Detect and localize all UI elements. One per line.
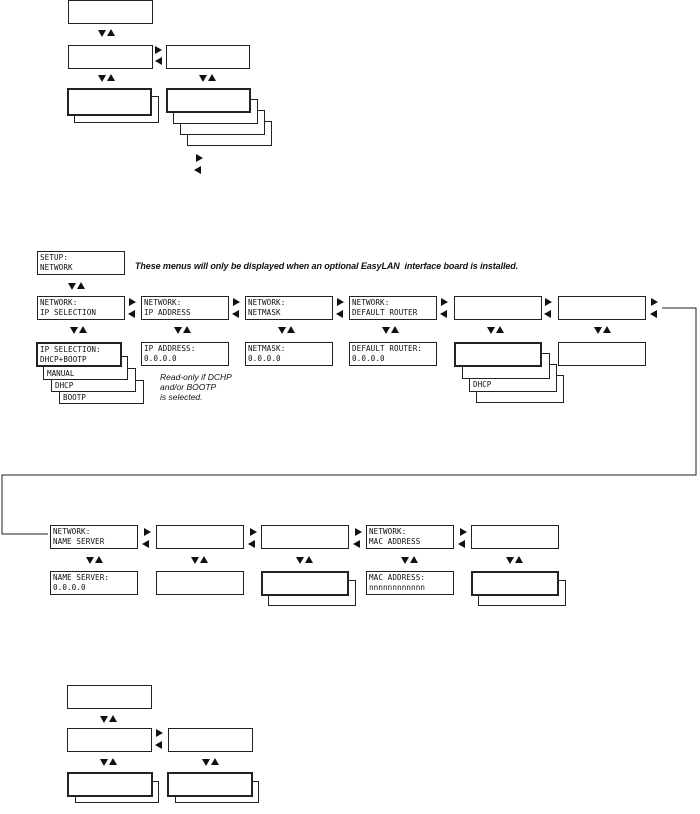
down-arrow-icon [174,327,182,334]
menu-mac-address: NETWORK: MAC ADDRESS [366,525,454,549]
up-arrow-icon [109,715,117,722]
down-arrow-icon [68,283,76,290]
down-arrow-icon [199,75,207,82]
value-ip-address: IP ADDRESS: 0.0.0.0 [141,342,229,366]
menu-name-server: NETWORK: NAME SERVER [50,525,138,549]
value-mac-address: MAC ADDRESS: nnnnnnnnnnnn [366,571,454,595]
option-box [166,88,251,113]
down-arrow-icon [70,327,78,334]
up-arrow-icon [603,326,611,333]
submenu-box-2 [166,45,250,69]
left-arrow-icon [544,310,551,318]
submenu-box [67,728,152,752]
down-arrow-icon [487,327,495,334]
left-arrow-icon [232,310,239,318]
value-default-router: DEFAULT ROUTER: 0.0.0.0 [349,342,437,366]
down-arrow-icon [100,759,108,766]
submenu-box-2 [168,728,253,752]
down-arrow-icon [401,557,409,564]
up-arrow-icon [109,758,117,765]
up-arrow-icon [79,326,87,333]
left-arrow-icon [353,540,360,548]
up-arrow-icon [208,74,216,81]
top-menu-box [68,0,153,24]
left-arrow-icon [155,741,162,749]
value-blank-1 [454,342,542,367]
top-menu-box [67,685,152,709]
right-arrow-icon [144,528,151,536]
easylan-note: These menus will only be displayed when … [135,261,519,271]
value-ip-selection: IP SELECTION: DHCP+BOOTP [36,342,122,367]
left-arrow-icon [650,310,657,318]
down-arrow-icon [100,716,108,723]
value-blank-4 [261,571,349,596]
submenu-box [68,45,153,69]
option-box [67,88,152,116]
left-arrow-icon [248,540,255,548]
down-arrow-icon [202,759,210,766]
right-arrow-icon [129,298,136,306]
option-box [167,772,253,797]
menu-default-router: NETWORK: DEFAULT ROUTER [349,296,437,320]
value-blank-5 [471,571,559,596]
right-arrow-icon [337,298,344,306]
left-arrow-icon [128,310,135,318]
down-arrow-icon [506,557,514,564]
menu-netmask: NETWORK: NETMASK [245,296,333,320]
up-arrow-icon [391,326,399,333]
menu-ip-selection: NETWORK: IP SELECTION [37,296,125,320]
right-arrow-icon [155,46,162,54]
down-arrow-icon [296,557,304,564]
right-arrow-icon [250,528,257,536]
value-blank-3 [156,571,244,595]
value-netmask: NETMASK: 0.0.0.0 [245,342,333,366]
menu-blank-3 [156,525,244,549]
readonly-note: Read-only if DCHP and/or BOOTP is select… [160,372,232,402]
setup-network-label: SETUP: NETWORK [40,253,73,272]
right-arrow-icon [545,298,552,306]
menu-blank-2 [558,296,646,320]
up-arrow-icon [515,556,523,563]
left-arrow-icon [155,57,162,65]
down-arrow-icon [98,30,106,37]
up-arrow-icon [410,556,418,563]
up-arrow-icon [287,326,295,333]
setup-network-box: SETUP: NETWORK [37,251,125,275]
value-name-server: NAME SERVER: 0.0.0.0 [50,571,138,595]
up-arrow-icon [200,556,208,563]
up-arrow-icon [496,326,504,333]
left-arrow-icon [336,310,343,318]
down-arrow-icon [191,557,199,564]
down-arrow-icon [86,557,94,564]
right-arrow-icon [196,154,203,162]
right-arrow-icon [651,298,658,306]
menu-blank-4 [261,525,349,549]
right-arrow-icon [156,729,163,737]
left-arrow-icon [142,540,149,548]
right-arrow-icon [355,528,362,536]
down-arrow-icon [382,327,390,334]
up-arrow-icon [305,556,313,563]
left-arrow-icon [440,310,447,318]
option-box [67,772,153,797]
menu-ip-address: NETWORK: IP ADDRESS [141,296,229,320]
right-arrow-icon [441,298,448,306]
menu-blank-1 [454,296,542,320]
down-arrow-icon [278,327,286,334]
up-arrow-icon [183,326,191,333]
up-arrow-icon [107,74,115,81]
up-arrow-icon [107,29,115,36]
right-arrow-icon [233,298,240,306]
left-arrow-icon [458,540,465,548]
down-arrow-icon [98,75,106,82]
right-arrow-icon [460,528,467,536]
value-blank-2 [558,342,646,366]
down-arrow-icon [594,327,602,334]
up-arrow-icon [211,758,219,765]
up-arrow-icon [77,282,85,289]
menu-blank-5 [471,525,559,549]
up-arrow-icon [95,556,103,563]
left-arrow-icon [194,166,201,174]
